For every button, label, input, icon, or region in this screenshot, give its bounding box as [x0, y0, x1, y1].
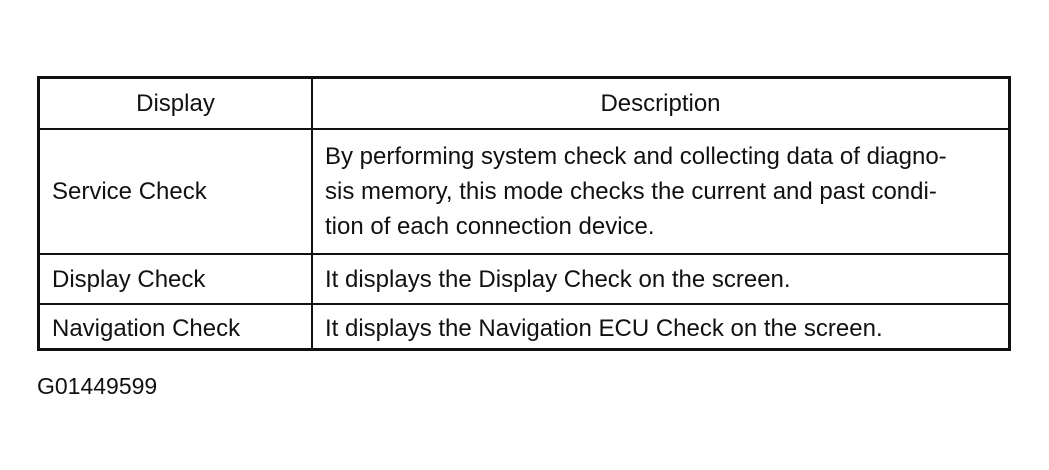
table-row: Display Check It displays the Display Ch… [40, 253, 1008, 305]
description-line: By performing system check and collectin… [325, 143, 947, 170]
row-description-cell: It displays the Navigation ECU Check on … [311, 303, 1008, 351]
service-menu-table: Display Description Service Check By per… [40, 79, 1008, 351]
row-display-cell: Service Check [40, 128, 313, 255]
figure-id-label: G01449599 [37, 373, 158, 399]
description-line: sis memory, this mode checks the current… [325, 178, 937, 205]
table-header-row: Display Description [40, 79, 1008, 130]
column-header-description: Description [311, 79, 1008, 130]
service-menu-table-frame: Display Description Service Check By per… [37, 76, 1011, 351]
row-display-cell: Navigation Check [40, 303, 313, 351]
description-line: tion of each connection device. [325, 213, 655, 240]
row-description-cell: By performing system check and collectin… [311, 128, 1008, 255]
table-row: Service Check By performing system check… [40, 128, 1008, 255]
table-row: Navigation Check It displays the Navigat… [40, 303, 1008, 351]
row-display-cell: Display Check [40, 253, 313, 305]
row-description-cell: It displays the Display Check on the scr… [311, 253, 1008, 305]
column-header-display: Display [40, 79, 313, 130]
